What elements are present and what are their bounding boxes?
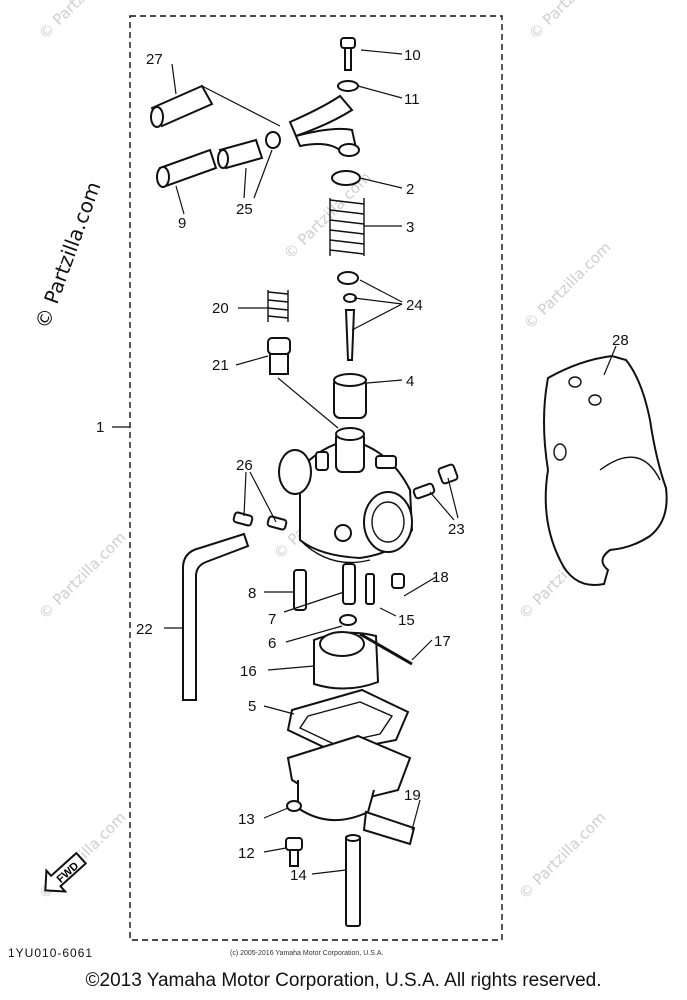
screw-part-23 xyxy=(412,463,459,500)
spring-part-3 xyxy=(329,198,365,256)
part-label: 3 xyxy=(406,219,414,236)
part-6 xyxy=(339,614,357,626)
part-label: 1 xyxy=(96,419,104,436)
part-label: 17 xyxy=(434,633,451,650)
main-jet-part-15 xyxy=(365,573,375,605)
part-label: 8 xyxy=(248,585,256,602)
drain-tube-part-14 xyxy=(345,835,361,927)
washer-part-13 xyxy=(286,800,302,812)
float-bowl xyxy=(286,734,416,846)
part-label: 7 xyxy=(268,611,276,628)
rubber-part-25 xyxy=(217,131,281,170)
part-label: 20 xyxy=(212,300,229,317)
part-label: 16 xyxy=(240,663,257,680)
part-label: 27 xyxy=(146,51,163,68)
part-label: 24 xyxy=(406,297,423,314)
part-label: 15 xyxy=(398,612,415,629)
small-copyright: (c) 2005-2016 Yamaha Motor Corporation, … xyxy=(230,950,384,957)
float-part-16 xyxy=(313,631,380,690)
throttle-valve-part-4 xyxy=(333,373,367,419)
hose-elbow xyxy=(288,94,360,157)
cap-part-27 xyxy=(150,84,214,128)
part-label: 10 xyxy=(404,47,421,64)
gasket-part-2 xyxy=(331,170,361,186)
part-label: 5 xyxy=(248,698,256,715)
part-label: 18 xyxy=(432,569,449,586)
screw-part-21 xyxy=(267,337,291,375)
screw-part-10 xyxy=(340,37,356,71)
screw-part-26 xyxy=(232,511,288,531)
watermark: © Partzilla.com xyxy=(30,178,105,331)
screw-part-12 xyxy=(285,837,303,867)
plug-part-18 xyxy=(391,573,405,589)
spring-part-20 xyxy=(267,290,289,322)
part-labels: 27 10 11 2 3 9 25 20 24 21 4 28 1 26 23 … xyxy=(96,47,629,884)
heat-guard-part-28 xyxy=(543,354,668,586)
tube-part-22 xyxy=(181,532,250,701)
part-label: 2 xyxy=(406,181,414,198)
watermark: © Partzilla.com xyxy=(35,0,130,43)
leader-line xyxy=(201,85,281,127)
watermark: © Partzilla.com xyxy=(35,528,130,623)
part-label: 9 xyxy=(178,215,186,232)
part-label: 28 xyxy=(612,332,629,349)
part-label: 19 xyxy=(404,787,421,804)
jet-part-8 xyxy=(293,569,307,611)
pin-part-17 xyxy=(359,632,413,666)
copyright-notice: ©2013 Yamaha Motor Corporation, U.S.A. A… xyxy=(85,970,602,991)
part-label: 11 xyxy=(404,91,420,108)
carburetor-body-part-1 xyxy=(278,427,414,564)
part-label: 6 xyxy=(268,635,276,652)
watermark: © Partzilla.com xyxy=(520,238,615,333)
leader-line xyxy=(277,377,339,429)
watermark: © Partzilla.com xyxy=(525,0,620,43)
part-label: 21 xyxy=(212,357,229,374)
washer-part-11 xyxy=(337,80,359,92)
part-label: 26 xyxy=(236,457,253,474)
part-label: 22 xyxy=(136,621,153,638)
needle-part-24 xyxy=(337,271,359,361)
part-label: 23 xyxy=(448,521,465,538)
leader-lines xyxy=(164,49,617,875)
assembly-outline xyxy=(129,15,503,941)
watermark: © Partzilla.com xyxy=(515,808,610,903)
part-label: 4 xyxy=(406,373,414,390)
cap-part-9 xyxy=(156,148,218,188)
watermark: © Partzilla.com xyxy=(280,168,375,263)
part-label: 13 xyxy=(238,811,255,828)
diagram-code: 1YU010-6061 xyxy=(8,946,94,960)
part-label: 14 xyxy=(290,867,307,884)
needle-jet-part-7 xyxy=(342,563,356,605)
part-label: 12 xyxy=(238,845,255,862)
part-label: 25 xyxy=(236,201,253,218)
